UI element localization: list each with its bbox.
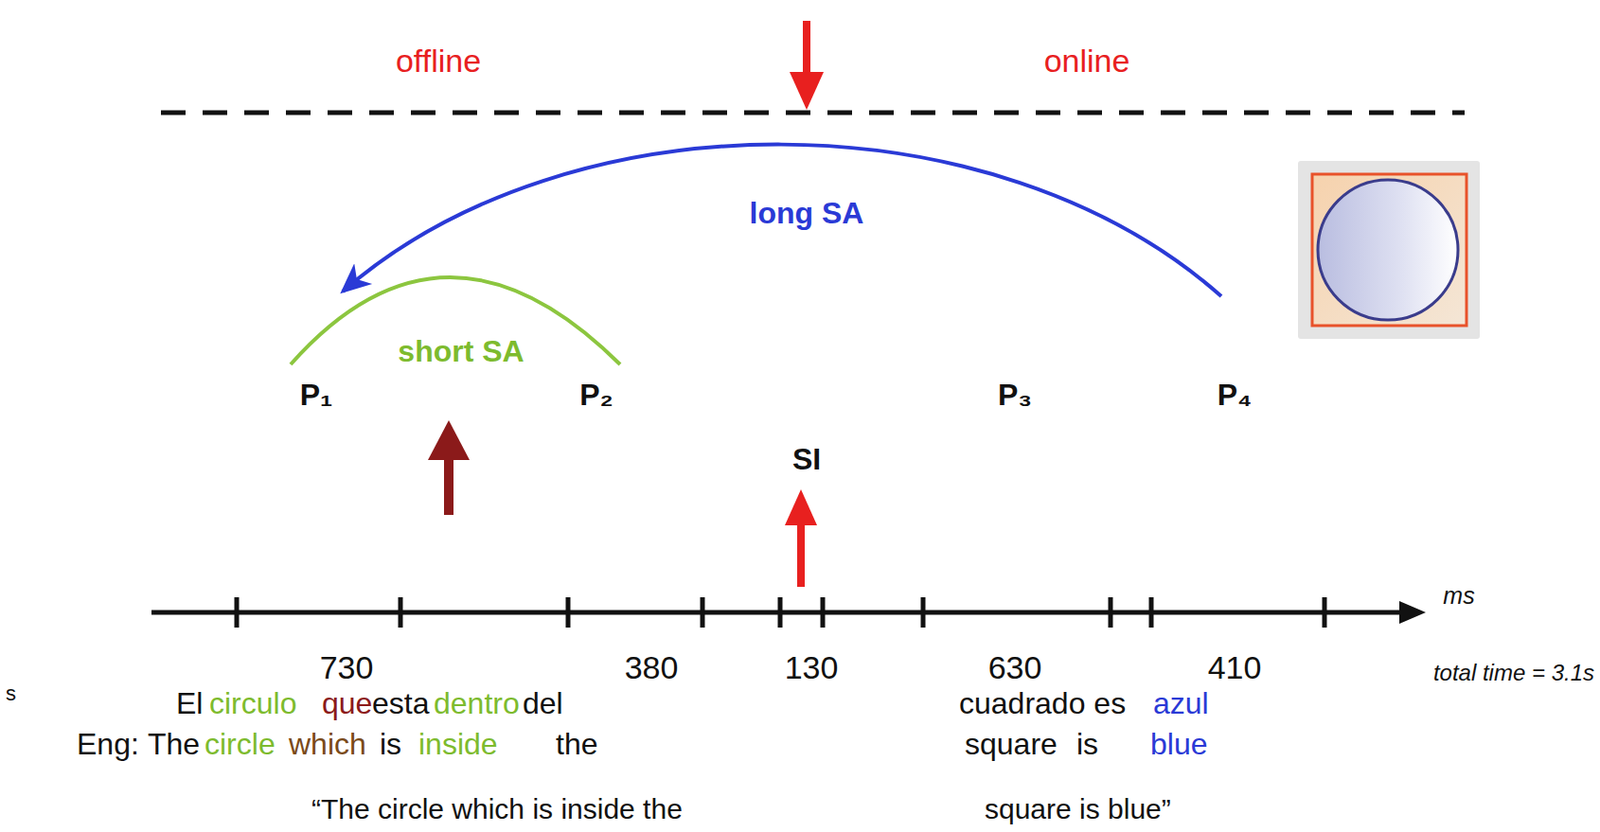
red-down-arrow [789,20,824,110]
red-up-arrow [784,489,818,587]
mode-label: online [1044,43,1131,79]
phrase-marker: P₃ [997,378,1032,412]
english-word: is [1076,728,1099,762]
spanish-word: El [176,687,203,721]
duration-value: 410 [1208,650,1263,686]
english-word: square [964,728,1058,762]
spanish-word: del [522,687,564,721]
spanish-word: esta [372,687,429,721]
english-word: The [147,728,200,762]
long-sa-arc [342,144,1222,297]
mode-label: offline [395,43,481,79]
quoted-translation: “The circle which is inside the [311,793,683,825]
duration-value: 130 [784,650,839,686]
spanish-word: dentro [433,687,520,721]
cropped-text: s [5,682,17,706]
arc-label: short SA [397,335,524,369]
english-prefix: Eng: [76,728,140,762]
total-time-note: total time = 3.1s [1433,660,1595,686]
duration-value: 730 [320,650,374,686]
phrase-marker: P₂ [579,378,614,412]
quoted-translation: square is blue” [984,793,1172,825]
axis-unit: ms [1442,583,1475,610]
english-word: circle [204,728,276,762]
divider-line [160,110,1465,116]
english-word: is [379,728,402,762]
spanish-word: cuadrado es [959,687,1126,721]
maroon-up-arrow [427,420,470,516]
english-word: the [555,728,598,762]
duration-value: 380 [624,650,679,686]
spanish-word: circulo [209,687,297,721]
time-axis [151,597,1405,628]
english-word: inside [418,728,498,762]
circle-in-square-picture [1297,160,1480,339]
axis-arrowhead [1399,601,1426,624]
english-word: which [288,728,367,762]
si-label: SI [792,443,821,477]
arc-label: long SA [749,196,865,231]
phrase-marker: P₁ [300,378,334,412]
english-word: blue [1150,728,1209,762]
spanish-word: azul [1153,687,1209,721]
phrase-marker: P₄ [1217,378,1253,412]
spanish-word: que [321,687,373,721]
duration-value: 630 [988,650,1043,686]
